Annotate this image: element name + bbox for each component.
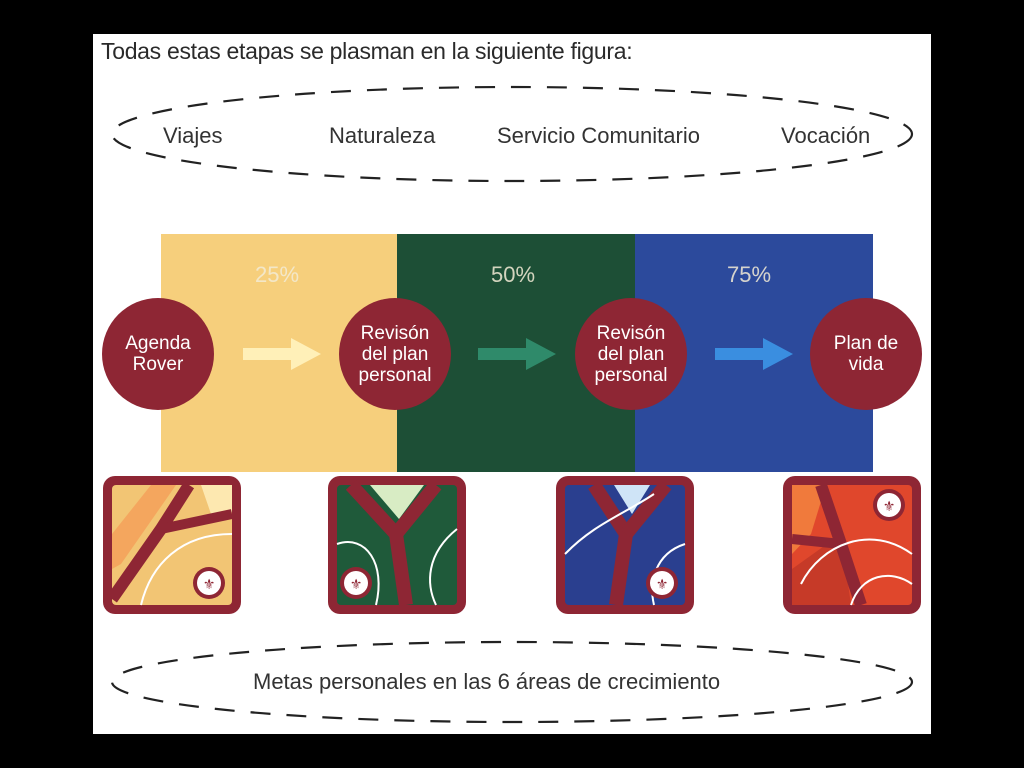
badge-blue: ⚜: [556, 476, 694, 614]
top-dashed-ellipse: [110, 85, 914, 724]
arrow-right-icon: [715, 338, 793, 370]
svg-text:⚜: ⚜: [203, 577, 216, 593]
badge-yellow: ⚜: [103, 476, 241, 614]
intro-text: Todas estas etapas se plasman en la sigu…: [101, 38, 633, 64]
figure-page: Todas estas etapas se plasman en la sigu…: [93, 34, 931, 734]
milestone-agenda-rover: Agenda Rover: [102, 298, 214, 410]
category-viajes: Viajes: [163, 123, 223, 148]
arrow-right-icon: [478, 338, 556, 370]
category-naturaleza: Naturaleza: [329, 123, 436, 148]
badge-green: ⚜: [328, 476, 466, 614]
stage-percent-3: 75%: [727, 262, 772, 287]
personal-goals-text: Metas personales en las 6 áreas de creci…: [253, 669, 721, 694]
milestone-revision-2: Revisón del plan personal: [575, 298, 687, 410]
stage-percent-1: 25%: [255, 262, 300, 287]
svg-text:⚜: ⚜: [883, 499, 896, 515]
arrow-right-icon: [243, 338, 321, 370]
milestone-revision-1: Revisón del plan personal: [339, 298, 451, 410]
badge-red: ⚜: [783, 476, 921, 614]
category-servicio-comunitario: Servicio Comunitario: [497, 123, 700, 148]
stage-percent-2: 50%: [491, 262, 536, 287]
svg-text:⚜: ⚜: [350, 577, 363, 593]
svg-text:⚜: ⚜: [656, 577, 669, 593]
category-vocacion: Vocación: [781, 123, 871, 148]
milestone-plan-de-vida: Plan de vida: [810, 298, 922, 410]
